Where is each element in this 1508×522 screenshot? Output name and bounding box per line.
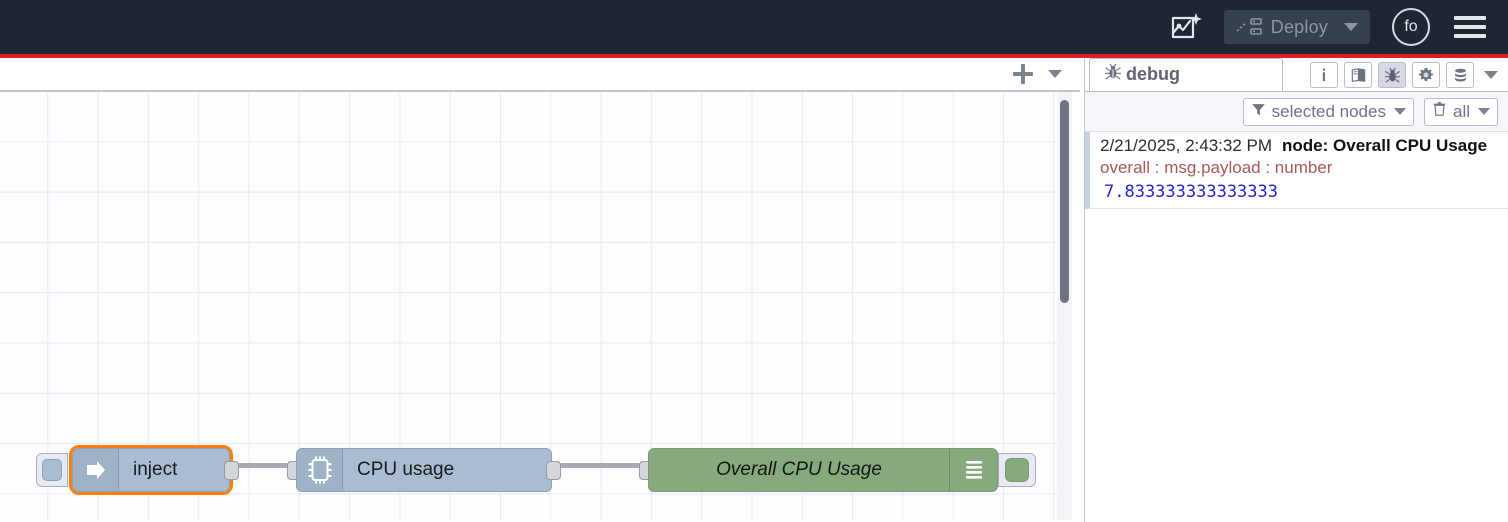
app-header: Deploy fo (0, 0, 1508, 54)
cpu-chip-icon (297, 449, 343, 491)
canvas-vertical-scrollbar-thumb[interactable] (1060, 100, 1069, 303)
deploy-icon (1236, 18, 1262, 36)
node-label-cpu-usage: CPU usage (357, 459, 455, 480)
debug-node-filter-label: selected nodes (1271, 101, 1386, 121)
node-label-debug: Overall CPU Usage (716, 459, 882, 480)
sidebar-tool-buttons (1304, 62, 1508, 91)
flow-tab-menu-caret-icon[interactable] (1048, 70, 1062, 78)
debug-message-value: 7.833333333333333 (1104, 182, 1278, 202)
avatar-initials: fo (1404, 18, 1418, 35)
debug-clear-label: all (1452, 101, 1470, 121)
debug-message-source-node[interactable]: node: Overall CPU Usage (1282, 136, 1488, 155)
ai-flow-generate-icon[interactable] (1166, 7, 1206, 47)
debug-node-filter-button[interactable]: selected nodes (1242, 97, 1414, 126)
debug-clear-button[interactable]: all (1423, 97, 1498, 126)
chevron-down-icon[interactable] (1344, 23, 1358, 31)
inject-trigger-button[interactable] (36, 453, 68, 487)
debug-node-toggle-button[interactable] (998, 453, 1036, 487)
node-label-inject: inject (133, 459, 178, 480)
port-output-cpu[interactable] (546, 461, 561, 480)
deploy-button[interactable]: Deploy (1223, 10, 1370, 44)
funnel-icon (1251, 102, 1266, 122)
wire-inject-to-cpu (236, 463, 294, 468)
context-data-icon[interactable] (1446, 62, 1474, 88)
flow-node-cpu-usage[interactable]: CPU usage (296, 448, 552, 492)
tab-debug-label: debug (1126, 64, 1180, 84)
flow-tab-bar (0, 58, 1080, 92)
debug-filter-toolbar: selected nodes all (1085, 92, 1508, 132)
trash-icon (1432, 101, 1447, 122)
debug-message-meta: 2/21/2025, 2:43:32 PM node: Overall CPU … (1100, 136, 1500, 156)
flow-node-inject[interactable]: inject (69, 445, 233, 495)
chevron-down-icon[interactable] (1393, 108, 1406, 115)
flow-canvas[interactable]: inject CPU usage (0, 92, 1080, 520)
flow-node-debug[interactable]: Overall CPU Usage (648, 448, 998, 492)
wire-cpu-to-debug (558, 463, 642, 468)
help-book-icon[interactable] (1344, 62, 1372, 88)
inject-arrow-icon (73, 449, 119, 491)
debug-message-list[interactable]: 2/21/2025, 2:43:32 PM node: Overall CPU … (1085, 132, 1508, 520)
sidebar-tab-bar: debug (1085, 58, 1508, 92)
debug-message-topic: overall : msg.payload : number (1100, 158, 1333, 177)
port-output-inject[interactable] (224, 461, 239, 480)
config-gear-icon[interactable] (1412, 62, 1440, 88)
information-icon[interactable] (1310, 62, 1338, 88)
add-flow-button[interactable] (1012, 61, 1042, 87)
flow-workspace: inject CPU usage (0, 58, 1080, 522)
deploy-label: Deploy (1270, 16, 1328, 37)
sidebar-panel: debug (1084, 58, 1508, 522)
inject-trigger-icon (42, 459, 62, 481)
bug-icon (1104, 63, 1122, 86)
hamburger-menu-icon[interactable] (1454, 11, 1486, 43)
chevron-down-icon[interactable] (1478, 108, 1490, 115)
tab-debug[interactable]: debug (1089, 58, 1283, 91)
debug-toggle-icon (1005, 458, 1029, 482)
debug-bug-icon[interactable] (1378, 62, 1406, 88)
debug-lines-icon (949, 449, 997, 491)
user-avatar[interactable]: fo (1392, 8, 1430, 46)
debug-message-item[interactable]: 2/21/2025, 2:43:32 PM node: Overall CPU … (1085, 132, 1508, 209)
header-accent-rule (0, 54, 1508, 58)
debug-message-timestamp: 2/21/2025, 2:43:32 PM (1100, 136, 1273, 155)
sidebar-tool-menu-caret-icon[interactable] (1484, 71, 1498, 79)
